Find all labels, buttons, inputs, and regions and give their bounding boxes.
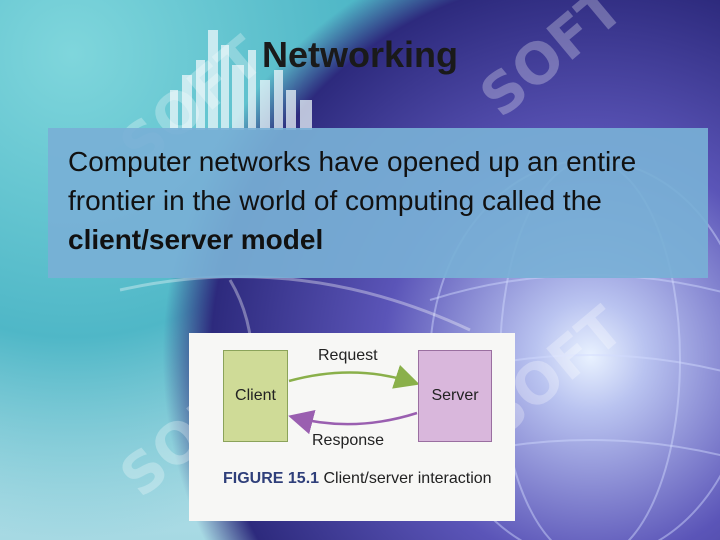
skyline-image (170, 30, 312, 130)
response-arrow (288, 409, 418, 435)
request-label: Request (318, 347, 378, 364)
client-server-figure: Client Server Request Response FIGURE 15… (189, 333, 515, 521)
client-label: Client (235, 387, 276, 404)
client-box: Client (223, 350, 288, 442)
response-label: Response (312, 432, 385, 449)
body-text: Computer networks have opened up an enti… (68, 142, 688, 259)
server-box: Server (418, 350, 492, 442)
server-label: Server (431, 387, 479, 404)
figure-number: FIGURE 15.1 (223, 470, 320, 487)
figure-caption-text: Client/server interaction (323, 470, 492, 487)
request-arrow (288, 364, 420, 389)
slide-title: Networking (261, 34, 458, 75)
figure-arrows (288, 364, 420, 435)
body-text-bold: client/server model (68, 224, 324, 255)
figure-caption: FIGURE 15.1 Client/server interaction (223, 467, 492, 491)
body-text-box: Computer networks have opened up an enti… (48, 128, 708, 278)
body-text-plain: Computer networks have opened up an enti… (68, 146, 637, 216)
